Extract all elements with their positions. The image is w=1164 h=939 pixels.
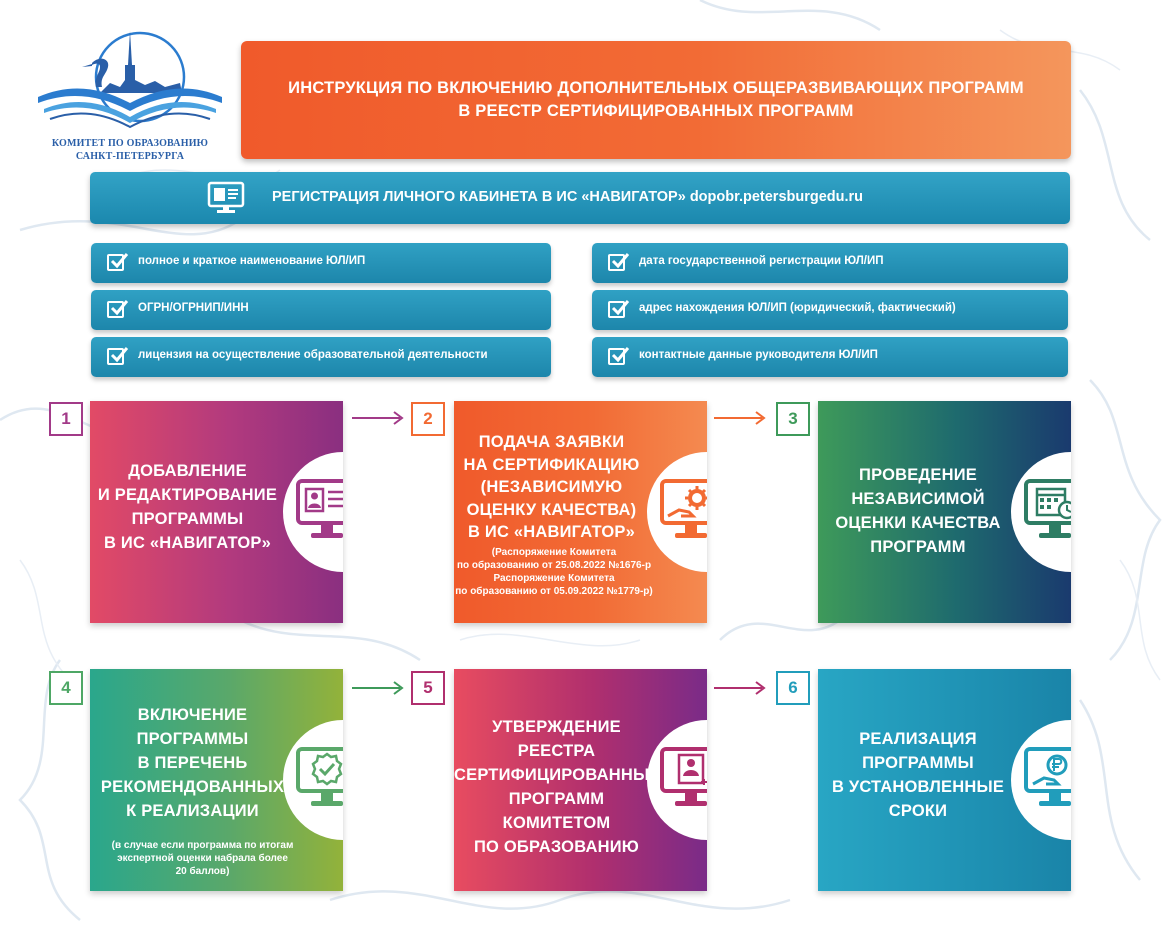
step-2-line: ПОДАЧА ЗАЯВКИ xyxy=(478,433,625,451)
monitor-form-icon xyxy=(207,181,245,213)
step-number-5: 5 xyxy=(411,671,445,705)
step-2-note-line: по образованию от 05.09.2022 №1779-р) xyxy=(455,586,653,597)
checkbox-icon xyxy=(608,300,630,318)
step-4-line: ВКЛЮЧЕНИЕ xyxy=(137,706,248,724)
step-4-note-line: (в случае если программа по итогам xyxy=(111,840,294,851)
checkbox-icon xyxy=(107,300,129,318)
registration-text: РЕГИСТРАЦИЯ ЛИЧНОГО КАБИНЕТА В ИС «НАВИГ… xyxy=(272,189,864,205)
step-number-2: 2 xyxy=(411,402,445,436)
step-card-1: ДОБАВЛЕНИЕ И РЕДАКТИРОВАНИЕ ПРОГРАММЫ В … xyxy=(90,401,343,623)
arrow-right-icon xyxy=(714,681,766,695)
checklist-label: адрес нахождения ЮЛ/ИП (юридический, фак… xyxy=(639,302,956,314)
title-line-2: В РЕЕСТР СЕРТИФИЦИРОВАННЫХ ПРОГРАММ xyxy=(458,102,854,120)
step-4-note-line: 20 баллов) xyxy=(175,866,230,877)
peter-paul-fortress-heron-book-logo xyxy=(38,31,222,129)
monitor-hand-gear-icon xyxy=(660,479,707,538)
step-5-line: ПРОГРАММ xyxy=(508,790,605,808)
step-1-line: В ИС «НАВИГАТОР» xyxy=(104,534,271,552)
step-4-line: РЕКОМЕНДОВАННЫХ xyxy=(100,778,285,796)
step-6-line: ПРОГРАММЫ xyxy=(862,754,974,772)
monitor-badge-check-icon xyxy=(296,747,343,806)
checklist-item: дата государственной регистрации ЮЛ/ИП xyxy=(592,243,1068,283)
checklist-item: лицензия на осуществление образовательно… xyxy=(91,337,551,377)
arrow-right-icon xyxy=(352,411,404,425)
step-5-line: УТВЕРЖДЕНИЕ РЕЕСТРА xyxy=(492,718,621,760)
checkbox-icon xyxy=(107,347,129,365)
monitor-calendar-clock-icon xyxy=(1024,479,1071,538)
title-line-1: ИНСТРУКЦИЯ ПО ВКЛЮЧЕНИЮ ДОПОЛНИТЕЛЬНЫХ О… xyxy=(288,79,1024,97)
step-5-line: ПО ОБРАЗОВАНИЮ xyxy=(474,838,639,856)
step-number-1: 1 xyxy=(49,402,83,436)
checkbox-icon xyxy=(608,253,630,271)
step-2-note-line: (Распоряжение Комитета xyxy=(491,547,617,558)
checklist-label: полное и краткое наименование ЮЛ/ИП xyxy=(138,255,366,267)
arrow-right-icon xyxy=(714,411,766,425)
logo-line-2: САНКТ-ПЕТЕРБУРГА xyxy=(75,151,185,162)
step-2-icon-circle xyxy=(647,452,707,572)
step-5-line: КОМИТЕТОМ xyxy=(502,814,611,832)
step-6-line: В УСТАНОВЛЕННЫЕ xyxy=(831,778,1005,796)
step-1-icon-circle xyxy=(283,452,343,572)
step-3-line: ПРОВЕДЕНИЕ xyxy=(859,466,977,484)
logo: КОМИТЕТ ПО ОБРАЗОВАНИЮ САНКТ-ПЕТЕРБУРГА xyxy=(30,25,230,175)
step-3-icon-circle xyxy=(1011,452,1071,572)
step-5-line: СЕРТИФИЦИРОВАННЫХ xyxy=(454,766,661,784)
step-number-3: 3 xyxy=(776,402,810,436)
step-1-line: ДОБАВЛЕНИЕ xyxy=(128,462,247,480)
step-2-note-line: Распоряжение Комитета xyxy=(493,573,615,584)
step-4-line: В ПЕРЕЧЕНЬ xyxy=(137,754,248,772)
step-4-line: ПРОГРАММЫ xyxy=(136,730,249,748)
step-3-line: НЕЗАВИСИМОЙ xyxy=(851,490,985,508)
checkbox-icon xyxy=(608,347,630,365)
step-2-line: В ИС «НАВИГАТОР» xyxy=(468,523,635,541)
checklist-item: полное и краткое наименование ЮЛ/ИП xyxy=(91,243,551,283)
step-1-line: ПРОГРАММЫ xyxy=(131,510,244,528)
step-3-line: ПРОГРАММ xyxy=(870,538,966,556)
step-6-line: РЕАЛИЗАЦИЯ xyxy=(859,730,977,748)
step-card-3: ПРОВЕДЕНИЕ НЕЗАВИСИМОЙ ОЦЕНКИ КАЧЕСТВА П… xyxy=(818,401,1071,623)
checklist-label: дата государственной регистрации ЮЛ/ИП xyxy=(639,255,884,267)
step-3-line: ОЦЕНКИ КАЧЕСТВА xyxy=(835,514,1001,532)
checklist-item: ОГРН/ОГРНИП/ИНН xyxy=(91,290,551,330)
step-1-line: И РЕДАКТИРОВАНИЕ xyxy=(97,486,278,504)
logo-line-1: КОМИТЕТ ПО ОБРАЗОВАНИЮ xyxy=(51,138,209,149)
step-2-note-line: по образованию от 25.08.2022 №1676-р xyxy=(456,560,652,571)
monitor-hand-ruble-icon xyxy=(1024,747,1071,806)
step-4-note-line: экспертной оценки набрала более xyxy=(117,853,288,864)
title-banner: ИНСТРУКЦИЯ ПО ВКЛЮЧЕНИЮ ДОПОЛНИТЕЛЬНЫХ О… xyxy=(241,41,1071,159)
step-card-6: РЕАЛИЗАЦИЯ ПРОГРАММЫ В УСТАНОВЛЕННЫЕ СРО… xyxy=(818,669,1071,891)
registration-bar: РЕГИСТРАЦИЯ ЛИЧНОГО КАБИНЕТА В ИС «НАВИГ… xyxy=(90,172,1070,224)
checklist-label: лицензия на осуществление образовательно… xyxy=(138,349,488,361)
step-2-line: НА СЕРТИФИКАЦИЮ xyxy=(463,455,640,474)
step-card-5: УТВЕРЖДЕНИЕ РЕЕСТРА СЕРТИФИЦИРОВАННЫХ ПР… xyxy=(454,669,707,891)
monitor-profile-icon xyxy=(296,479,343,538)
step-6-line: СРОКИ xyxy=(888,802,948,820)
checklist-item: контактные данные руководителя ЮЛ/ИП xyxy=(592,337,1068,377)
step-card-2: ПОДАЧА ЗАЯВКИ НА СЕРТИФИКАЦИЮ (НЕЗАВИСИМ… xyxy=(454,401,707,623)
step-number-6: 6 xyxy=(776,671,810,705)
arrow-right-icon xyxy=(352,681,404,695)
checklist-label: контактные данные руководителя ЮЛ/ИП xyxy=(639,349,878,361)
checklist-item: адрес нахождения ЮЛ/ИП (юридический, фак… xyxy=(592,290,1068,330)
step-2-line: (НЕЗАВИСИМУЮ xyxy=(480,478,623,496)
step-card-4: ВКЛЮЧЕНИЕ ПРОГРАММЫ В ПЕРЕЧЕНЬ РЕКОМЕНДО… xyxy=(90,669,343,891)
checklist-label: ОГРН/ОГРНИП/ИНН xyxy=(138,302,249,314)
step-number-4: 4 xyxy=(49,671,83,705)
step-4-line: К РЕАЛИЗАЦИИ xyxy=(126,802,259,820)
monitor-person-document-icon xyxy=(660,747,707,806)
step-2-line: ОЦЕНКУ КАЧЕСТВА) xyxy=(466,500,637,519)
step-6-icon-circle xyxy=(1011,720,1071,840)
checkbox-icon xyxy=(107,253,129,271)
